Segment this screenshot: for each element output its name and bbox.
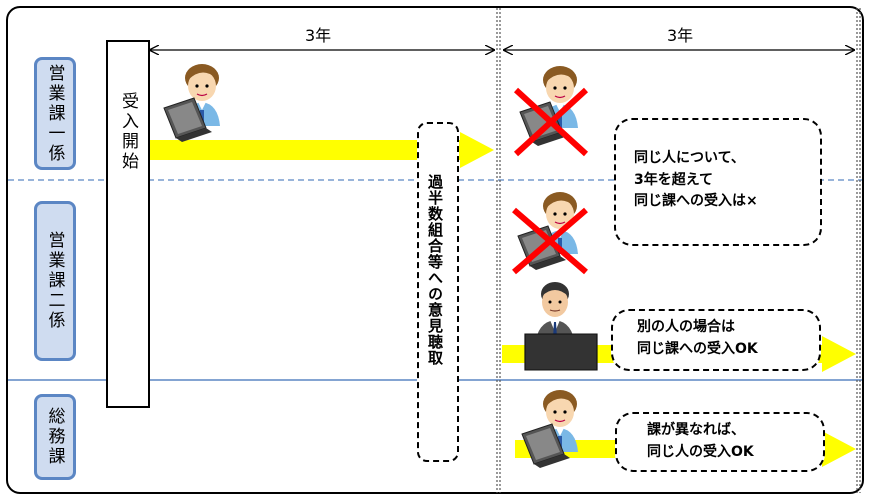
dept-label: 営業課一係 xyxy=(44,63,65,164)
period-label-2: 3年 xyxy=(667,26,694,45)
note-line: 同じ課への受入OK xyxy=(637,340,758,357)
note-line: 課が異なれば、 xyxy=(647,422,745,438)
cross-mark-icon xyxy=(512,207,588,275)
note-line: 別の人の場合は xyxy=(637,319,735,335)
acceptance-start-label: 受入開始 xyxy=(118,92,138,172)
acceptance-start-box: 受入開始 xyxy=(106,40,150,408)
note-line: 同じ人について、 xyxy=(634,150,745,166)
note-same-person: 同じ人について、 3年を超えて 同じ課への受入は× xyxy=(614,118,822,246)
dept-sales-1: 営業課一係 xyxy=(34,57,76,170)
note-other-dept: 課が異なれば、 同じ人の受入OK xyxy=(615,412,825,472)
note-line: 同じ人の受入OK xyxy=(647,443,754,460)
union-hearing-label: 過半数組合等への意見聴取 xyxy=(426,174,444,366)
note-line: 3年を超えて xyxy=(634,171,714,188)
period-label-1: 3年 xyxy=(305,26,332,45)
note-other-person: 別の人の場合は 同じ課への受入OK xyxy=(611,309,821,371)
yellow-arrow-row1 xyxy=(150,132,494,168)
note-line: 同じ課への受入は× xyxy=(634,193,758,210)
dept-sales-2: 営業課二係 xyxy=(34,201,76,361)
cross-mark-icon xyxy=(513,87,589,157)
dept-general-affairs: 総務課 xyxy=(34,394,76,480)
laptop-icon xyxy=(524,333,598,371)
union-hearing-box: 過半数組合等への意見聴取 xyxy=(417,122,459,462)
dept-label: 総務課 xyxy=(44,407,65,467)
dept-label: 営業課二係 xyxy=(44,231,65,331)
